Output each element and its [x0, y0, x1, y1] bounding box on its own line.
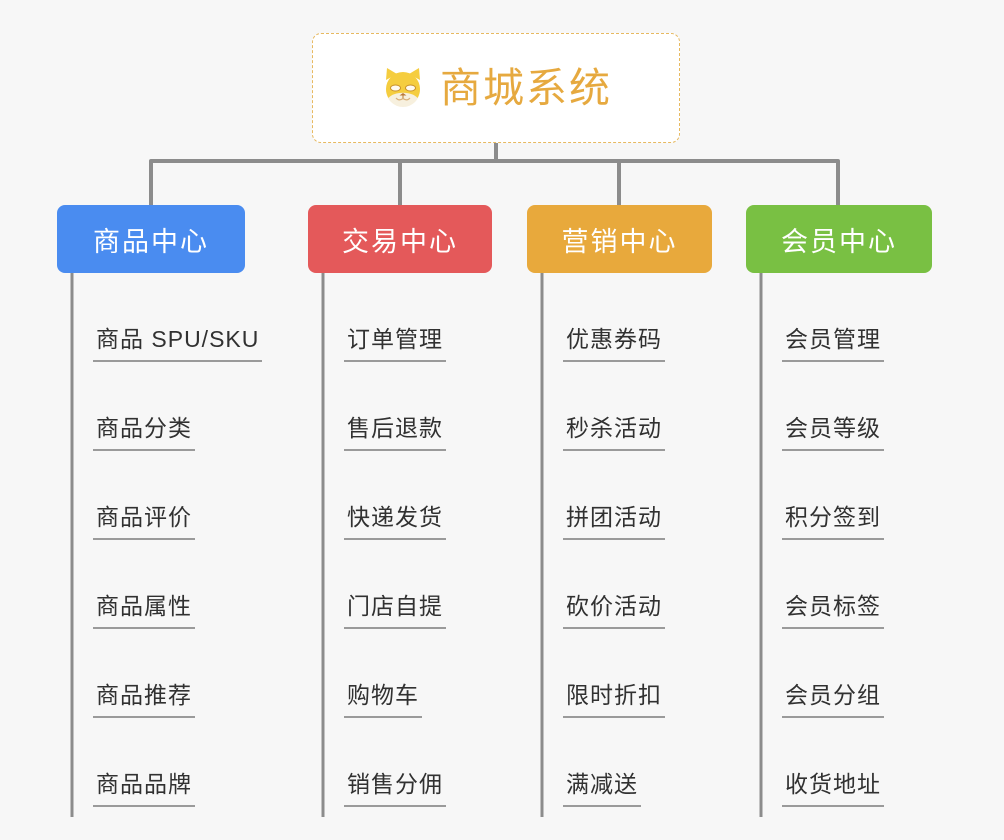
- root-title: 商城系统: [440, 64, 612, 111]
- leaf-label: 秒杀活动: [563, 417, 665, 451]
- leaf-item[interactable]: 满减送: [527, 718, 712, 807]
- column-trade-center: 交易中心 订单管理 售后退款 快递发货 门店自提 购物车 销售分佣: [308, 205, 492, 807]
- leaf-item[interactable]: 积分签到: [746, 451, 932, 540]
- leaf-item[interactable]: 商品属性: [57, 540, 245, 629]
- leaf-item[interactable]: 会员标签: [746, 540, 932, 629]
- column-product-center: 商品中心 商品 SPU/SKU 商品分类 商品评价 商品属性 商品推荐 商品品牌: [57, 205, 263, 807]
- leaf-list-product-center: 商品 SPU/SKU 商品分类 商品评价 商品属性 商品推荐 商品品牌: [57, 273, 263, 807]
- leaf-label: 订单管理: [344, 328, 446, 362]
- leaf-item[interactable]: 购物车: [308, 629, 492, 718]
- leaf-item[interactable]: 会员等级: [746, 362, 932, 451]
- leaf-label: 会员分组: [782, 684, 884, 718]
- leaf-label: 商品品牌: [93, 773, 195, 807]
- leaf-item[interactable]: 会员分组: [746, 629, 932, 718]
- leaf-item[interactable]: 快递发货: [308, 451, 492, 540]
- leaf-label: 积分签到: [782, 506, 884, 540]
- category-label: 会员中心: [781, 226, 897, 257]
- category-header-member-center[interactable]: 会员中心: [746, 205, 932, 273]
- leaf-list-member-center: 会员管理 会员等级 积分签到 会员标签 会员分组 收货地址: [746, 273, 932, 807]
- leaf-label: 会员管理: [782, 328, 884, 362]
- leaf-item[interactable]: 商品分类: [57, 362, 245, 451]
- leaf-label: 商品推荐: [93, 684, 195, 718]
- leaf-item[interactable]: 商品品牌: [57, 718, 245, 807]
- leaf-item[interactable]: 秒杀活动: [527, 362, 712, 451]
- category-label: 商品中心: [93, 226, 209, 257]
- leaf-label: 会员标签: [782, 595, 884, 629]
- leaf-item[interactable]: 商品推荐: [57, 629, 245, 718]
- column-member-center: 会员中心 会员管理 会员等级 积分签到 会员标签 会员分组 收货地址: [746, 205, 932, 807]
- category-header-trade-center[interactable]: 交易中心: [308, 205, 492, 273]
- leaf-item[interactable]: 售后退款: [308, 362, 492, 451]
- leaf-label: 优惠券码: [563, 328, 665, 362]
- leaf-list-marketing-center: 优惠券码 秒杀活动 拼团活动 砍价活动 限时折扣 满减送: [527, 273, 712, 807]
- category-header-marketing-center[interactable]: 营销中心: [527, 205, 712, 273]
- leaf-label: 门店自提: [344, 595, 446, 629]
- leaf-label: 收货地址: [782, 773, 884, 807]
- leaf-item[interactable]: 优惠券码: [527, 273, 712, 362]
- leaf-label: 砍价活动: [563, 595, 665, 629]
- category-header-product-center[interactable]: 商品中心: [57, 205, 245, 273]
- leaf-item[interactable]: 商品 SPU/SKU: [57, 273, 263, 362]
- root-node[interactable]: 商城系统: [312, 33, 680, 143]
- leaf-list-trade-center: 订单管理 售后退款 快递发货 门店自提 购物车 销售分佣: [308, 273, 492, 807]
- leaf-label: 快递发货: [344, 506, 446, 540]
- leaf-item[interactable]: 拼团活动: [527, 451, 712, 540]
- leaf-item[interactable]: 砍价活动: [527, 540, 712, 629]
- leaf-label: 商品分类: [93, 417, 195, 451]
- leaf-label: 销售分佣: [344, 773, 446, 807]
- leaf-label: 购物车: [344, 684, 422, 718]
- leaf-label: 商品评价: [93, 506, 195, 540]
- leaf-label: 会员等级: [782, 417, 884, 451]
- category-label: 营销中心: [561, 226, 678, 257]
- leaf-item[interactable]: 商品评价: [57, 451, 245, 540]
- shiba-dog-icon: [380, 65, 426, 111]
- category-label: 交易中心: [342, 226, 458, 257]
- leaf-label: 限时折扣: [563, 684, 665, 718]
- leaf-label: 商品 SPU/SKU: [93, 328, 263, 362]
- leaf-item[interactable]: 收货地址: [746, 718, 932, 807]
- leaf-item[interactable]: 销售分佣: [308, 718, 492, 807]
- leaf-label: 售后退款: [344, 417, 446, 451]
- leaf-item[interactable]: 订单管理: [308, 273, 492, 362]
- leaf-item[interactable]: 会员管理: [746, 273, 932, 362]
- leaf-label: 满减送: [563, 773, 641, 807]
- leaf-label: 拼团活动: [563, 506, 665, 540]
- column-marketing-center: 营销中心 优惠券码 秒杀活动 拼团活动 砍价活动 限时折扣 满减送: [527, 205, 712, 807]
- leaf-item[interactable]: 限时折扣: [527, 629, 712, 718]
- leaf-label: 商品属性: [93, 595, 195, 629]
- leaf-item[interactable]: 门店自提: [308, 540, 492, 629]
